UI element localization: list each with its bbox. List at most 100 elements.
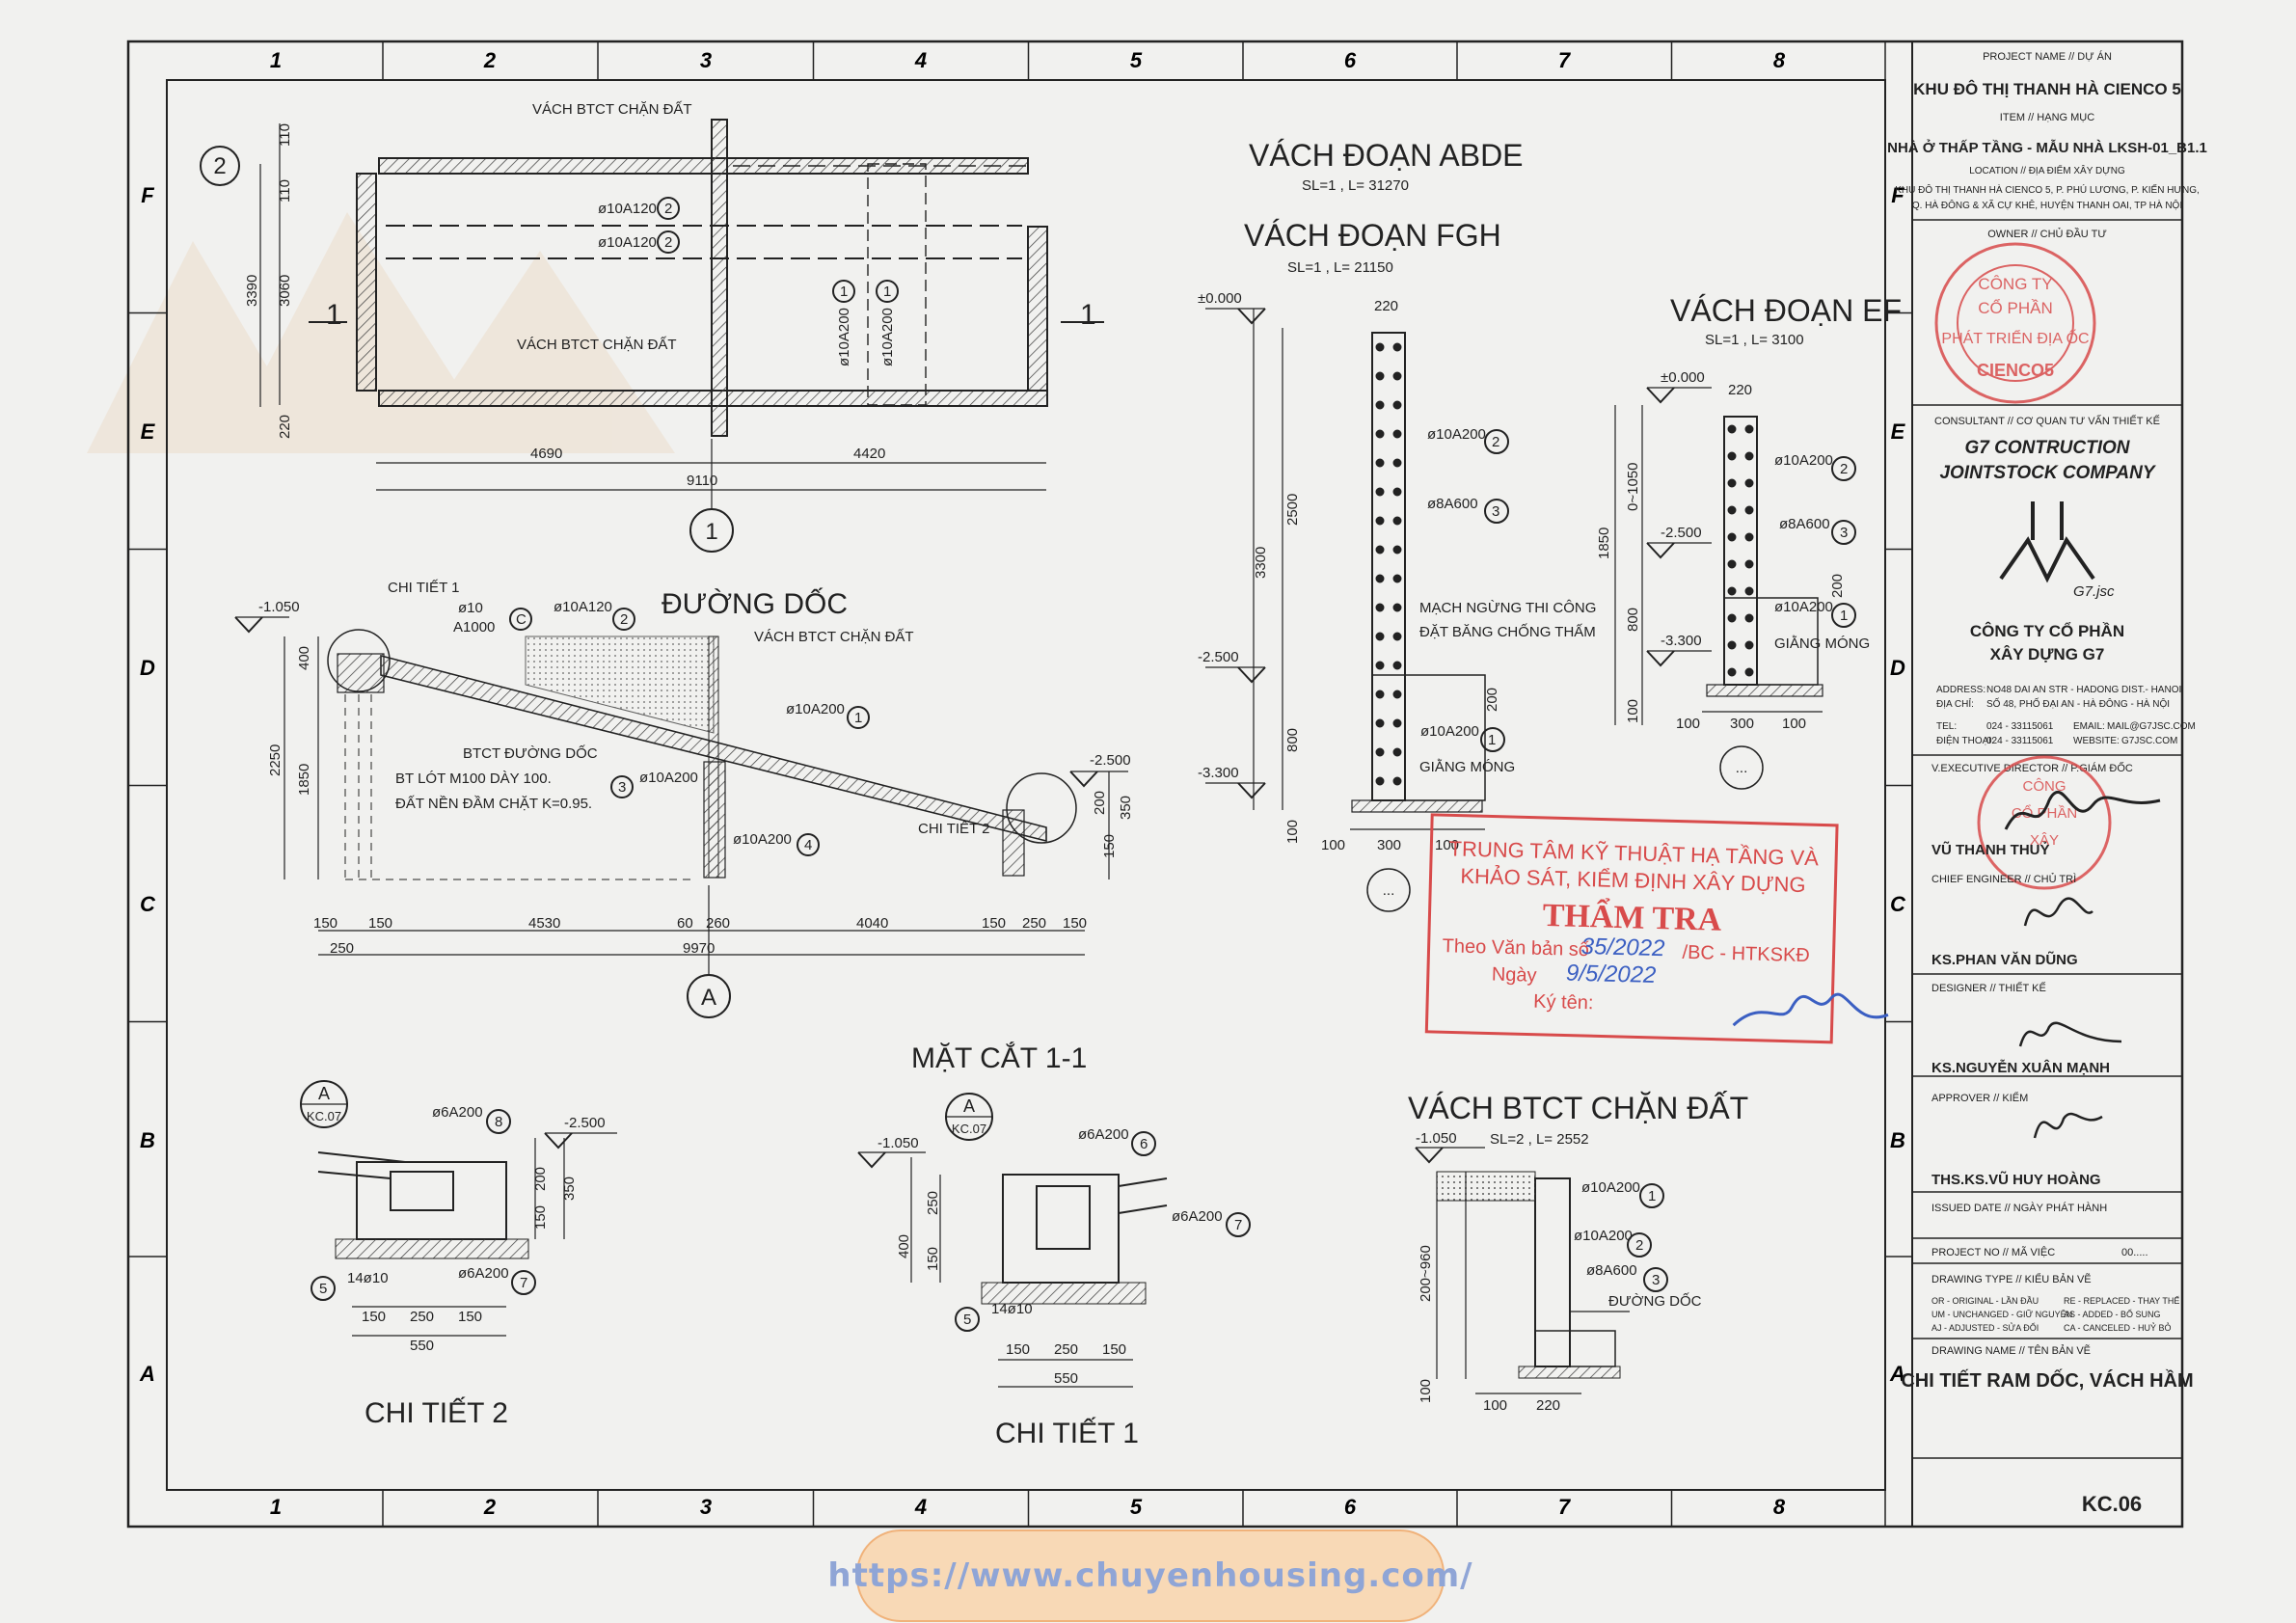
tb-designer-name: KS.NGUYỄN XUÂN MẠNH xyxy=(1931,1059,2110,1076)
rebar-dot xyxy=(1375,632,1385,641)
tb-company: XÂY DỰNG G7 xyxy=(1990,645,2105,663)
tb-chief-label: CHIEF ENGINEER // CHỦ TRÌ xyxy=(1931,873,2076,885)
ramp-rebar-c-tag: 1 xyxy=(854,710,862,726)
rebar-dot xyxy=(1375,400,1385,410)
grid-column-label: 5 xyxy=(1130,48,1143,72)
rebar-dot xyxy=(1375,776,1385,786)
fgh-rebar: ø10A200 xyxy=(1420,723,1479,740)
ramp-dim: 400 xyxy=(296,646,312,670)
plan-section-label-right: 1 xyxy=(1080,299,1096,331)
tb-type: RE - REPLACED - THAY THẾ xyxy=(2064,1296,2179,1306)
stamp-title: THẨM TRA xyxy=(1542,897,1722,938)
tb-address: SỐ 48, PHỐ ĐẠI AN - HÀ ĐÔNG - HÀ NỘI xyxy=(1986,696,2170,710)
fgh-text: ±0.000 -2.500 -3.300 220 2500 3300 800 1… xyxy=(1198,290,1596,899)
tb-tel: 024 - 33115061 xyxy=(1986,721,2054,732)
ramp-axis-marker xyxy=(687,974,731,1018)
ramp-dim: 150 xyxy=(982,915,1006,932)
rebar-dot xyxy=(1392,516,1402,526)
tb-type: AJ - ADJUSTED - SỬA ĐỔI xyxy=(1931,1322,2039,1333)
section-1-1-title: MẶT CẮT 1-1 xyxy=(911,1041,1087,1074)
grid-column-label: 1 xyxy=(270,48,282,72)
rebar-dot xyxy=(1744,532,1754,542)
rebar-tag-circle xyxy=(876,280,899,303)
rebar-dot xyxy=(1727,613,1737,623)
plan-label-top: VÁCH BTCT CHẶN ĐẤT xyxy=(532,101,692,118)
owner-stamp: CÔNG TY CỔ PHẦN PHÁT TRIỂN ĐỊA ỐC CIENCO… xyxy=(1934,242,2096,404)
rebar-dot xyxy=(1727,532,1737,542)
ramp-dim: 150 xyxy=(313,915,338,932)
plan-rebar-v2: ø10A200 xyxy=(879,308,896,366)
ef-dim: 300 xyxy=(1730,716,1754,732)
fgh-dots: ... xyxy=(1383,882,1395,899)
fgh-rebar-tag: 2 xyxy=(1492,434,1499,450)
grid-column-label: 2 xyxy=(483,1495,497,1519)
rebar-tag-circle xyxy=(1480,727,1505,752)
wall-detail-rebar-tag: 1 xyxy=(1648,1188,1656,1204)
level-marker xyxy=(1237,308,1266,325)
ef-dim: 800 xyxy=(1625,608,1641,632)
tb-project-name: KHU ĐÔ THỊ THANH HÀ CIENCO 5 xyxy=(1913,80,2181,98)
tb-approver-name: THS.KS.VŨ HUY HOÀNG xyxy=(1931,1171,2101,1188)
detail2-base xyxy=(335,1238,529,1259)
detail1-text: MẶT CẮT 1-1 CHI TIẾT 1 A KC.07 -1.050 ø6… xyxy=(878,1041,1242,1449)
ef-rebar-tag: 3 xyxy=(1840,525,1848,541)
rebar-dot xyxy=(1375,371,1385,381)
tb-website-label: WEBSITE: xyxy=(2073,736,2120,746)
stamp-line2: KHẢO SÁT, KIỂM ĐỊNH XÂY DỰNG xyxy=(1460,864,1806,897)
owner-stamp-ring xyxy=(1934,242,2096,404)
tb-project-no-label: PROJECT NO // MÃ VIỆC xyxy=(1931,1246,2055,1258)
rebar-dot xyxy=(1375,574,1385,583)
detail2-ref-sheet: KC.07 xyxy=(307,1109,341,1123)
fgh-level: -2.500 xyxy=(1198,649,1239,665)
plan-wall-mid xyxy=(711,119,728,437)
fgh-rebar: ø10A200 xyxy=(1427,426,1486,443)
rebar-dot xyxy=(1375,545,1385,555)
watermark-logo xyxy=(87,212,675,453)
grid-column-label: 3 xyxy=(700,1495,712,1519)
tb-item-label: ITEM // HẠNG MỤC xyxy=(2000,112,2094,123)
plan-section-label-left: 1 xyxy=(326,299,342,331)
detail2-rebar-tag: 8 xyxy=(495,1114,502,1130)
tb-owner-label: OWNER // CHỦ ĐẦU TƯ xyxy=(1987,228,2106,240)
ramp-rebar-b-tag: 2 xyxy=(620,611,628,628)
ef-dim: 100 xyxy=(1676,716,1700,732)
tb-director-name: VŨ THANH THUỶ xyxy=(1931,841,2050,858)
ef-rebar-tag: 2 xyxy=(1840,461,1848,477)
detail2-callout xyxy=(1006,772,1077,844)
ramp-rebar-e-tag: 4 xyxy=(804,837,812,853)
ef-dim: 0~1050 xyxy=(1625,463,1641,511)
grid-row-label: E xyxy=(1891,419,1906,444)
tb-project-label: PROJECT NAME // DỰ ÁN xyxy=(1983,50,2112,63)
plan-rebar-v1-tag: 1 xyxy=(840,284,848,300)
tb-approver-label: APPROVER // KIỂM xyxy=(1931,1092,2028,1104)
ef-section xyxy=(1614,387,1856,790)
fgh-rebar-dots xyxy=(1375,342,1402,786)
grid-column-label: 4 xyxy=(914,48,927,72)
fgh-beam: GIẰNG MÓNG xyxy=(1419,758,1515,775)
section-abde-sub: SL=1 , L= 31270 xyxy=(1302,177,1409,194)
rebar-tag-circle xyxy=(1627,1232,1652,1258)
detail1-ref: A xyxy=(963,1096,975,1116)
grid-column-label: 4 xyxy=(914,1495,927,1519)
rebar-dot xyxy=(1744,559,1754,569)
fgh-section xyxy=(1205,308,1509,912)
ramp-text: ĐƯỜNG DỐC CHI TIẾT 1 CHI TIẾT 2 -1.050 -… xyxy=(258,580,1134,1011)
wall-detail-rebar-tag: 3 xyxy=(1652,1272,1660,1288)
rebar-tag-circle xyxy=(1831,520,1856,545)
plan-rebar-2-tag: 2 xyxy=(664,234,672,251)
ramp-dim: 60 xyxy=(677,915,693,932)
rebar-dot xyxy=(1392,776,1402,786)
tb-type: UM - UNCHANGED - GIỮ NGUYÊN xyxy=(1931,1310,2072,1319)
detail1 xyxy=(857,1093,1251,1388)
ramp-rebar-c: ø10A200 xyxy=(786,701,845,717)
tb-location-label: LOCATION // ĐỊA ĐIỂM XÂY DỰNG xyxy=(1969,164,2125,176)
ef-rebar-tag: 1 xyxy=(1840,608,1848,624)
owner-stamp-inner xyxy=(1957,264,2074,382)
detail2-dim: 200 xyxy=(532,1167,549,1191)
ramp-dim: 1850 xyxy=(296,764,312,796)
grid-row-label: C xyxy=(140,892,156,916)
rebar-dot xyxy=(1727,640,1737,650)
grid-row-label: B xyxy=(1890,1128,1905,1152)
fgh-dim: 100 xyxy=(1284,820,1301,844)
